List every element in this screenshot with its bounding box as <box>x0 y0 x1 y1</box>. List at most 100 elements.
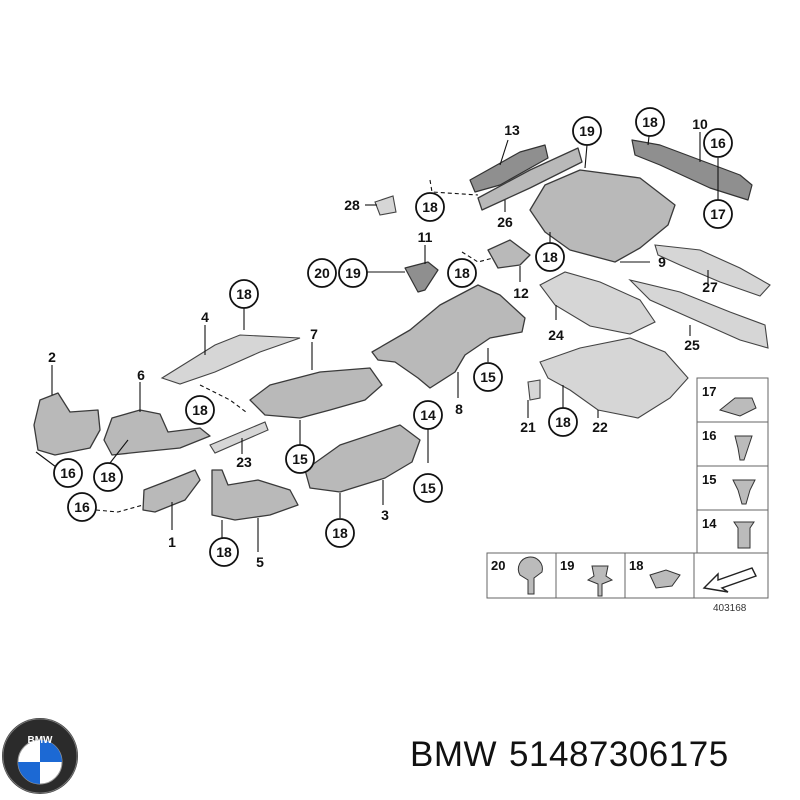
svg-text:15: 15 <box>420 480 436 496</box>
part-22-shape <box>539 337 689 419</box>
callout-12: 12 <box>513 285 529 301</box>
callout-18-near-10: 18 <box>635 107 665 137</box>
part-23-shape <box>209 421 269 454</box>
svg-text:18: 18 <box>192 402 208 418</box>
part-10-shape <box>631 139 753 201</box>
svg-text:19: 19 <box>345 265 361 281</box>
callout-17: 17 <box>703 199 733 229</box>
part-7-shape <box>249 367 383 419</box>
svg-text:15: 15 <box>480 369 496 385</box>
legend-16-label: 16 <box>702 428 716 443</box>
part-13-shape <box>469 144 549 193</box>
svg-text:18: 18 <box>100 469 116 485</box>
part-5-shape <box>211 469 299 521</box>
callout-1: 1 <box>168 534 176 550</box>
callout-9: 9 <box>658 254 666 270</box>
callout-13: 13 <box>504 122 520 138</box>
callout-25: 25 <box>684 337 700 353</box>
part-3-shape <box>304 424 421 493</box>
brand-name: BMW <box>410 735 498 774</box>
svg-text:BMW: BMW <box>28 735 54 746</box>
callout-16-left: 16 <box>53 458 83 488</box>
part-27-shape <box>654 244 771 297</box>
brand-part-number-line: BMW 51487306175 <box>410 735 741 775</box>
callout-23: 23 <box>236 454 252 470</box>
svg-text:20: 20 <box>314 265 330 281</box>
callout-15-a: 15 <box>285 444 315 474</box>
push-rivet-15-icon <box>732 479 756 505</box>
svg-text:17: 17 <box>710 206 726 222</box>
svg-text:15: 15 <box>292 451 308 467</box>
svg-text:16: 16 <box>60 465 76 481</box>
callout-16-bottom: 16 <box>67 492 97 522</box>
legend-18-label: 18 <box>629 558 643 573</box>
callout-22: 22 <box>592 419 608 435</box>
callout-20: 20 <box>307 258 337 288</box>
svg-text:16: 16 <box>74 499 90 515</box>
callout-15-c: 15 <box>473 362 503 392</box>
callout-18-near-28: 18 <box>415 192 445 222</box>
part-6-shape <box>103 409 211 456</box>
svg-text:19: 19 <box>579 123 595 139</box>
callout-18-top-left-panel: 18 <box>229 279 259 309</box>
callout-10: 10 <box>692 116 708 132</box>
spring-clip-icon <box>718 397 757 417</box>
callout-8: 8 <box>455 401 463 417</box>
callout-18-left-low: 18 <box>93 462 123 492</box>
callout-18-mid: 18 <box>185 395 215 425</box>
callout-14: 14 <box>413 400 443 430</box>
callout-24: 24 <box>548 327 564 343</box>
callout-3: 3 <box>381 507 389 523</box>
callout-2: 2 <box>48 349 56 365</box>
svg-text:18: 18 <box>236 286 252 302</box>
legend-20-label: 20 <box>491 558 505 573</box>
part-2-shape <box>33 392 101 456</box>
clip-20-icon <box>517 556 543 595</box>
part-11-shape <box>404 261 439 293</box>
part-28-shape <box>374 195 397 216</box>
legend-14-label: 14 <box>702 516 717 531</box>
part-25-shape <box>628 279 769 349</box>
svg-text:18: 18 <box>216 544 232 560</box>
svg-text:18: 18 <box>555 414 571 430</box>
part-21-shape <box>527 379 541 401</box>
part-24-shape <box>539 271 656 335</box>
part-4-shape <box>160 334 301 385</box>
callout-18-near-22: 18 <box>548 407 578 437</box>
push-rivet-16-icon <box>734 435 753 461</box>
callout-18-part3: 18 <box>325 518 355 548</box>
callout-18-near-19: 18 <box>535 242 565 272</box>
callout-15-b: 15 <box>413 473 443 503</box>
part-26-shape <box>477 147 583 211</box>
svg-text:18: 18 <box>542 249 558 265</box>
part-number: 51487306175 <box>509 735 729 774</box>
bmw-logo: BMW <box>2 718 78 794</box>
legend-bottom: 20 19 18 <box>486 552 769 599</box>
svg-text:16: 16 <box>710 135 726 151</box>
legend-17-label: 17 <box>702 384 716 399</box>
part-1-shape <box>142 469 201 513</box>
callout-18-near-12: 18 <box>447 258 477 288</box>
callout-18-part5: 18 <box>209 537 239 567</box>
expanding-nut-icon <box>733 521 755 549</box>
part-9-shape <box>529 169 676 263</box>
callout-26: 26 <box>497 214 513 230</box>
reference-code: 403168 <box>713 603 747 614</box>
part-8-shape <box>371 284 526 389</box>
legend-right: 17 16 15 14 <box>696 377 769 555</box>
callout-28: 28 <box>344 197 360 213</box>
callout-4: 4 <box>201 309 209 325</box>
svg-text:18: 18 <box>332 525 348 541</box>
callout-7: 7 <box>310 326 318 342</box>
screw-19-icon <box>586 565 614 597</box>
callout-11: 11 <box>418 229 433 245</box>
callout-5: 5 <box>256 554 264 570</box>
callout-19: 19 <box>338 258 368 288</box>
svg-text:18: 18 <box>454 265 470 281</box>
svg-text:18: 18 <box>422 199 438 215</box>
callout-19-top: 19 <box>572 116 602 146</box>
callout-6: 6 <box>137 367 145 383</box>
callout-21: 21 <box>520 419 536 435</box>
callout-27: 27 <box>702 279 718 295</box>
